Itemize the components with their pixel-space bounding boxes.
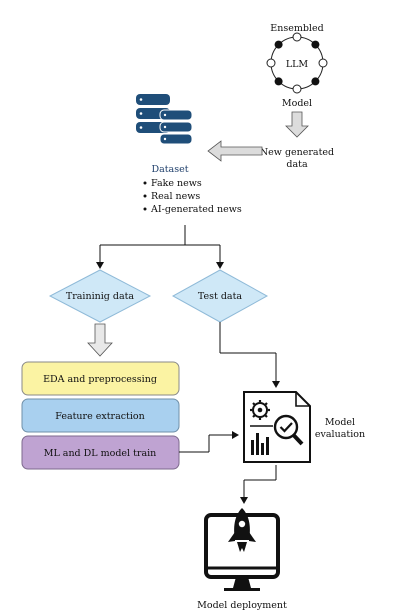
llm-node (311, 77, 320, 86)
llm-node (292, 32, 302, 42)
new-data-line2: data (286, 159, 308, 170)
step-feature: Feature extraction (21, 398, 180, 433)
step-train: ML and DL model train (21, 435, 180, 470)
dataset-title: Dataset (151, 164, 188, 175)
deployment-label: Model deployment (197, 600, 287, 611)
dataset-item: Real news (151, 191, 200, 202)
bullet-icon (143, 181, 147, 185)
bullet-icon (143, 207, 147, 211)
new-data-line1: New generated (260, 147, 334, 158)
llm-node (311, 40, 320, 49)
deploy-connector (240, 465, 277, 504)
llm-center-label: LLM (286, 59, 309, 70)
block-arrow-down-icon (285, 111, 309, 138)
llm-node (318, 58, 328, 68)
llm-top-label: Ensembled (270, 23, 323, 34)
test-data-label: Test data (198, 291, 242, 302)
eval-connectors (179, 322, 280, 453)
llm-node (266, 58, 276, 68)
evaluation-icon (243, 391, 311, 463)
step-feature-label: Feature extraction (55, 411, 145, 422)
training-data-diamond (48, 269, 152, 323)
llm-bottom-label: Model (282, 98, 312, 109)
bullet-icon (143, 194, 147, 198)
step-eda-label: EDA and preprocessing (43, 374, 157, 385)
llm-node (274, 40, 283, 49)
dataset-list: Fake news Real news AI-generated news (143, 178, 242, 215)
evaluation-line1: Model (325, 417, 355, 428)
llm-ring: Ensembled LLM Model (266, 23, 328, 109)
monitor-rocket-icon (204, 508, 280, 591)
training-data-label: Traininig data (66, 291, 135, 302)
dataset-item: AI-generated news (150, 204, 242, 215)
block-arrow-left-icon (207, 140, 263, 162)
step-train-label: ML and DL model train (44, 448, 157, 459)
evaluation-line2: evaluation (315, 429, 365, 440)
dataset-item: Fake news (151, 178, 202, 189)
step-eda: EDA and preprocessing (21, 361, 180, 396)
llm-node (292, 84, 302, 94)
database-icon (136, 94, 193, 145)
llm-node (274, 77, 283, 86)
split-connector (96, 225, 224, 269)
block-arrow-down-icon (87, 323, 113, 357)
